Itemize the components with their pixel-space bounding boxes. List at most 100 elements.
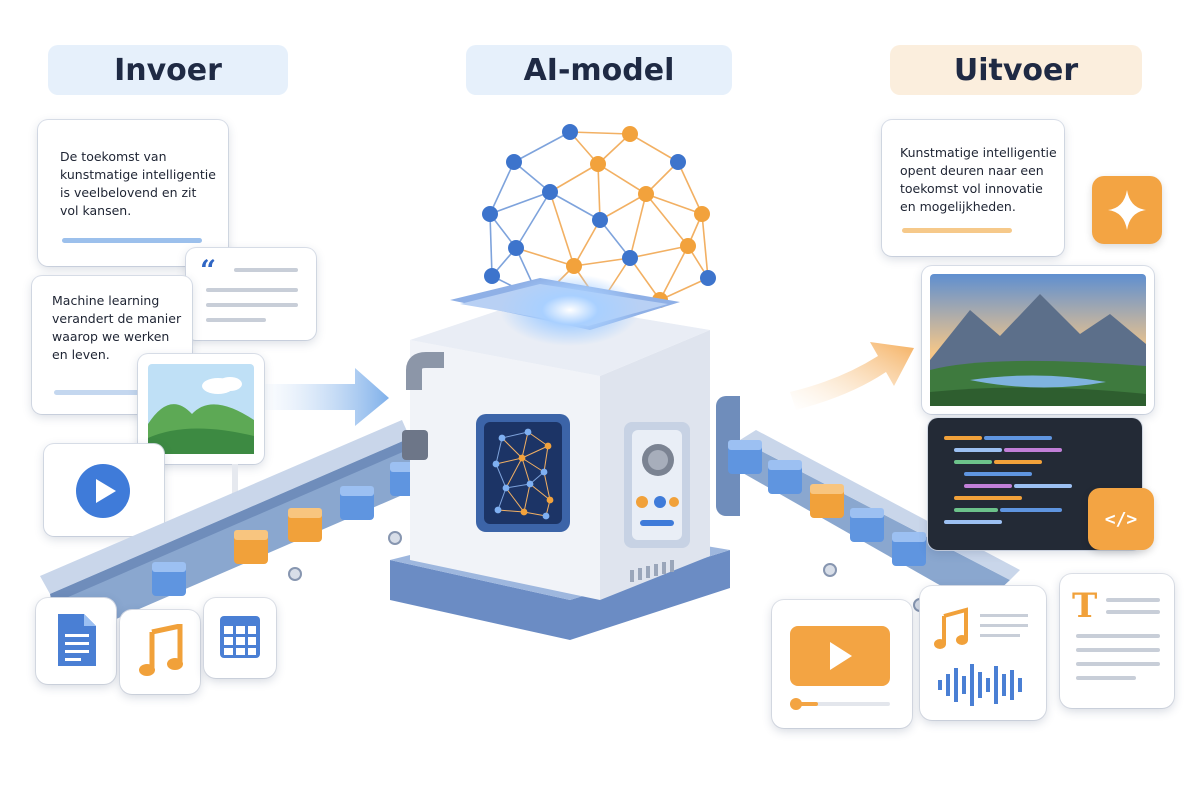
network-link <box>495 457 523 465</box>
network-link <box>645 193 689 247</box>
data-cube <box>286 506 326 546</box>
network-node <box>484 268 500 284</box>
output-text-card: Kunstmatige intelligentie opent deuren n… <box>882 120 1064 256</box>
text-document-icon: T <box>1072 586 1098 626</box>
text-line <box>1076 634 1160 638</box>
code-editor-icon <box>944 436 1072 524</box>
text-line <box>1076 676 1136 680</box>
model-heading: AI-model <box>466 45 732 95</box>
network-link <box>521 431 529 459</box>
input-flow-arrow <box>255 368 389 426</box>
network-link <box>501 431 529 439</box>
input-heading: Invoer <box>48 45 288 95</box>
network-node <box>592 212 608 228</box>
code-brackets-icon: </> <box>1088 488 1154 550</box>
network-node <box>506 154 522 170</box>
landscape-photo-card <box>922 266 1154 414</box>
landscape-image-icon <box>148 364 254 454</box>
card-line: Machine learning <box>52 293 160 308</box>
output-heading: Uitvoer <box>890 45 1142 95</box>
control-knob-icon <box>638 445 668 475</box>
network-link <box>497 487 507 511</box>
network-node <box>546 496 554 504</box>
document-tile <box>36 598 116 684</box>
text-line <box>1076 648 1160 652</box>
audio-waveform-icon <box>934 607 1028 706</box>
network-link <box>573 219 601 267</box>
network-node <box>622 250 638 266</box>
data-cube <box>338 484 378 524</box>
network-node <box>526 480 534 488</box>
network-node <box>524 428 532 436</box>
network-node <box>694 206 710 222</box>
landscape-image-card <box>138 354 264 464</box>
network-link <box>489 191 551 215</box>
video-input-card <box>44 444 164 536</box>
data-cube <box>726 438 766 478</box>
network-link <box>505 487 525 513</box>
card-line: opent deuren naar een <box>900 163 1044 178</box>
network-node <box>622 126 638 142</box>
network-link <box>569 131 631 135</box>
network-node <box>482 206 498 222</box>
data-cube <box>766 458 806 498</box>
video-output-tile <box>772 600 912 728</box>
network-link <box>515 191 551 249</box>
network-link <box>549 163 599 193</box>
network-link <box>599 193 647 221</box>
audio-output-tile <box>920 586 1046 720</box>
network-node <box>638 186 654 202</box>
network-link <box>549 191 601 221</box>
network-node <box>540 468 548 476</box>
network-node <box>518 454 526 462</box>
data-cube <box>890 530 930 570</box>
text-underline-bar <box>902 228 1012 233</box>
network-link <box>515 247 575 267</box>
network-node <box>700 270 716 286</box>
network-node <box>590 156 606 172</box>
network-node <box>520 508 528 516</box>
network-link <box>513 131 571 163</box>
network-link <box>645 193 703 215</box>
network-link <box>523 511 547 517</box>
network-link <box>523 483 531 513</box>
card-line: en mogelijkheden. <box>900 199 1016 214</box>
network-link <box>629 193 647 259</box>
text-line <box>206 288 298 292</box>
input-text-card-1: De toekomst van kunstmatige intelligenti… <box>38 120 228 266</box>
network-link <box>597 163 647 195</box>
network-link <box>629 133 679 163</box>
quote-icon: “ <box>200 254 217 287</box>
network-link <box>489 161 515 215</box>
network-link <box>659 277 709 301</box>
network-link <box>629 245 689 259</box>
network-node <box>680 238 696 254</box>
music-note-icon <box>139 624 183 676</box>
text-line <box>206 303 298 307</box>
network-link <box>701 213 709 279</box>
video-play-icon <box>76 464 130 518</box>
data-cube <box>232 528 272 568</box>
network-link <box>505 483 531 489</box>
network-link <box>521 445 549 459</box>
network-link <box>495 463 507 489</box>
card-line: vol kansen. <box>60 203 132 218</box>
card-line: toekomst vol innovatie <box>900 181 1043 196</box>
network-link <box>597 163 601 221</box>
data-cube <box>848 506 888 546</box>
document-icon <box>58 614 96 666</box>
neural-network-icon <box>492 428 554 520</box>
sparkle-icon <box>1092 176 1162 244</box>
card-line: is veelbelovend en zit <box>60 185 197 200</box>
network-node <box>562 124 578 140</box>
network-link <box>677 161 703 215</box>
video-player-icon <box>790 626 890 710</box>
text-underline-bar <box>62 238 202 243</box>
card-line: verandert de manier <box>52 311 182 326</box>
text-line <box>234 268 298 272</box>
network-link <box>497 509 525 513</box>
network-link <box>529 483 551 501</box>
network-link <box>599 219 631 259</box>
network-link <box>543 471 551 501</box>
card-line: De toekomst van <box>60 149 167 164</box>
